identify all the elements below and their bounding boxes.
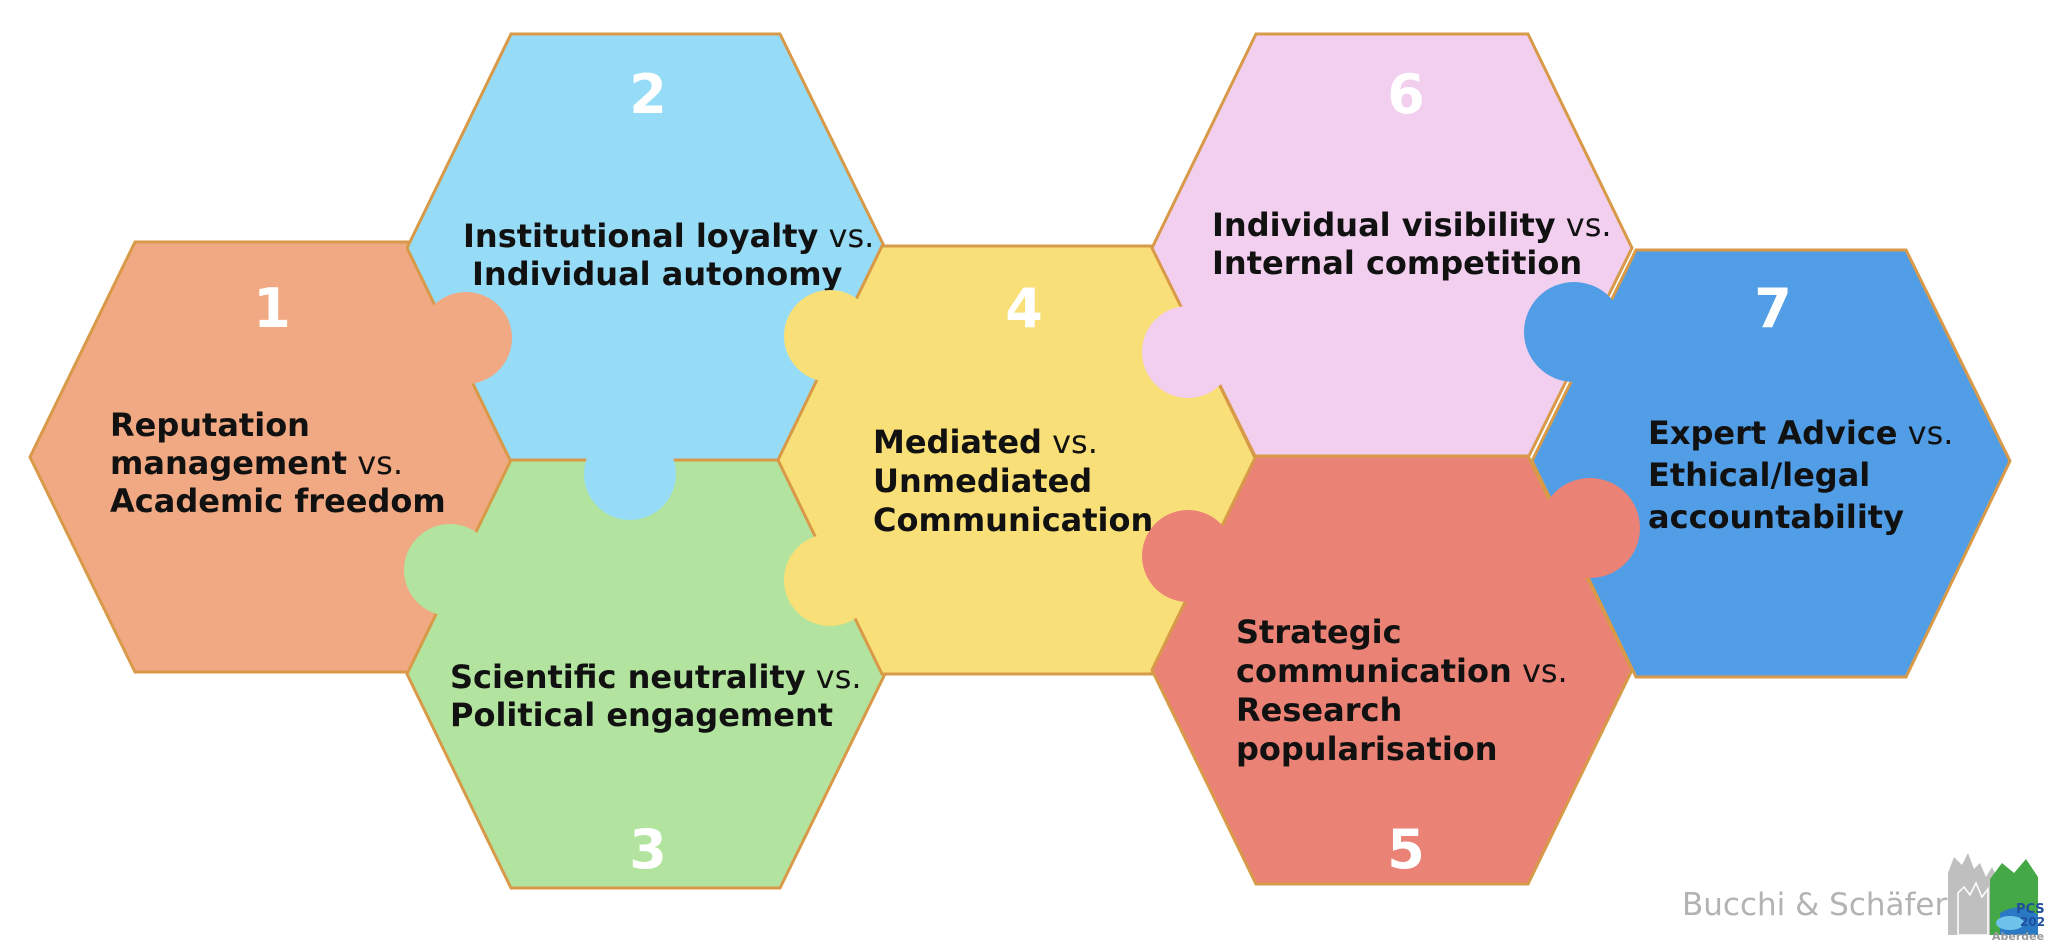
tile-label-5: Strategic communication vs. Research pop…: [1236, 613, 1578, 768]
knob-blue-into-6: [1524, 282, 1624, 382]
hex-tile-3: 3 Scientific neutrality vs. Political en…: [405, 458, 887, 890]
tile-number-1: 1: [253, 277, 291, 340]
tile-label-6: Individual visibility vs. Internal compe…: [1212, 206, 1622, 282]
tile-number-7: 7: [1754, 277, 1792, 340]
knob-green-into-1: [404, 524, 496, 616]
tile-number-3: 3: [629, 818, 667, 881]
hex-tile-4: 4 Mediated vs. Unmediated Communication: [776, 244, 1258, 676]
knob-yellow-into-3: [784, 534, 876, 626]
tile-number-2: 2: [629, 63, 667, 126]
hex-tile-1: 1 Reputation management vs. Academic fre…: [28, 240, 515, 674]
puzzle-knobs: [404, 282, 1640, 626]
tile-number-4: 4: [1005, 277, 1043, 340]
tile-number-5: 5: [1387, 818, 1425, 881]
tile-label-2: Institutional loyalty vs. Individual aut…: [463, 217, 884, 293]
knob-orange-into-2: [420, 292, 512, 384]
hex-tile-6: 6 Individual visibility vs. Internal com…: [1150, 32, 1634, 460]
hex-tile-2: 2 Institutional loyalty vs. Individual a…: [405, 32, 887, 464]
hex-tile-7: 7 Expert Advice vs. Ethical/legal accoun…: [1530, 248, 2012, 679]
hex-tile-5: 5 Strategic communication vs. Research p…: [1150, 454, 1634, 886]
tile-number-6: 6: [1387, 63, 1425, 126]
logo-city: Aberdeen: [1992, 930, 2044, 943]
tile-label-1: Reputation management vs. Academic freed…: [110, 406, 446, 520]
logo-year: 2025: [2020, 915, 2044, 929]
credit-text: Bucchi & Schäfer: [1682, 887, 1948, 923]
knob-yellow-into-2: [784, 290, 876, 382]
knob-blue-into-3: [584, 428, 676, 520]
conference-logo: PCST 2025 Aberdeen: [1948, 853, 2044, 943]
logo-text: PCST: [2016, 902, 2044, 917]
tile-label-7: Expert Advice vs. Ethical/legal accounta…: [1648, 414, 1964, 536]
knob-red-into-4: [1142, 510, 1234, 602]
tile-label-3: Scientific neutrality vs. Political enga…: [450, 658, 872, 734]
knob-pink-into-4: [1142, 306, 1234, 398]
knob-red-into-7: [1540, 478, 1640, 578]
tile-label-4: Mediated vs. Unmediated Communication: [873, 423, 1153, 539]
